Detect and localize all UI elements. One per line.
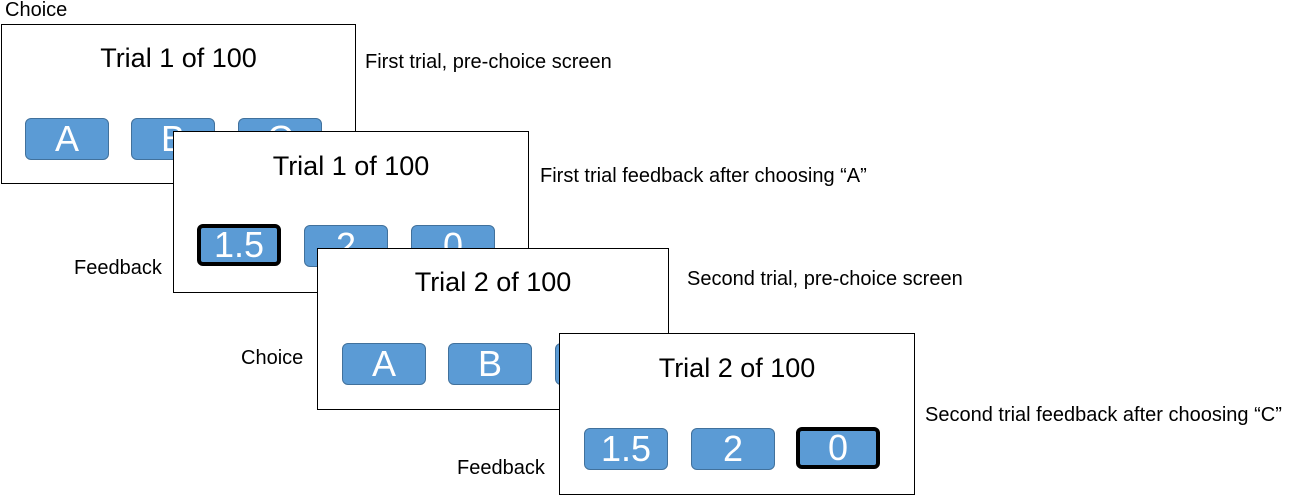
feedback-value-a: 1.5 [584, 428, 668, 470]
phase-label-feedback-2: Feedback [457, 457, 545, 479]
phase-label-choice-2: Choice [241, 347, 304, 369]
phase-label-feedback-1: Feedback [74, 257, 162, 279]
screen-title: Trial 2 of 100 [414, 267, 572, 297]
screen-title: Trial 2 of 100 [658, 353, 816, 383]
screen-trial2-feedback: Trial 2 of 100 1.5 2 0 [559, 333, 915, 495]
feedback-value-c-selected: 0 [796, 427, 880, 469]
caption-trial1-choice: First trial, pre-choice screen [365, 51, 612, 73]
option-a-button[interactable]: A [25, 118, 109, 160]
caption-trial2-feedback: Second trial feedback after choosing “C” [925, 404, 1282, 426]
screen-title: Trial 1 of 100 [272, 151, 430, 181]
phase-label-choice-1: Choice [5, 0, 68, 21]
screen-title: Trial 1 of 100 [100, 43, 257, 73]
option-b-button[interactable]: B [448, 343, 532, 385]
feedback-value-b: 2 [691, 428, 775, 470]
feedback-value-a-selected: 1.5 [197, 224, 281, 266]
caption-trial2-choice: Second trial, pre-choice screen [687, 268, 963, 290]
caption-trial1-feedback: First trial feedback after choosing “A” [540, 165, 867, 187]
option-a-button[interactable]: A [342, 343, 426, 385]
